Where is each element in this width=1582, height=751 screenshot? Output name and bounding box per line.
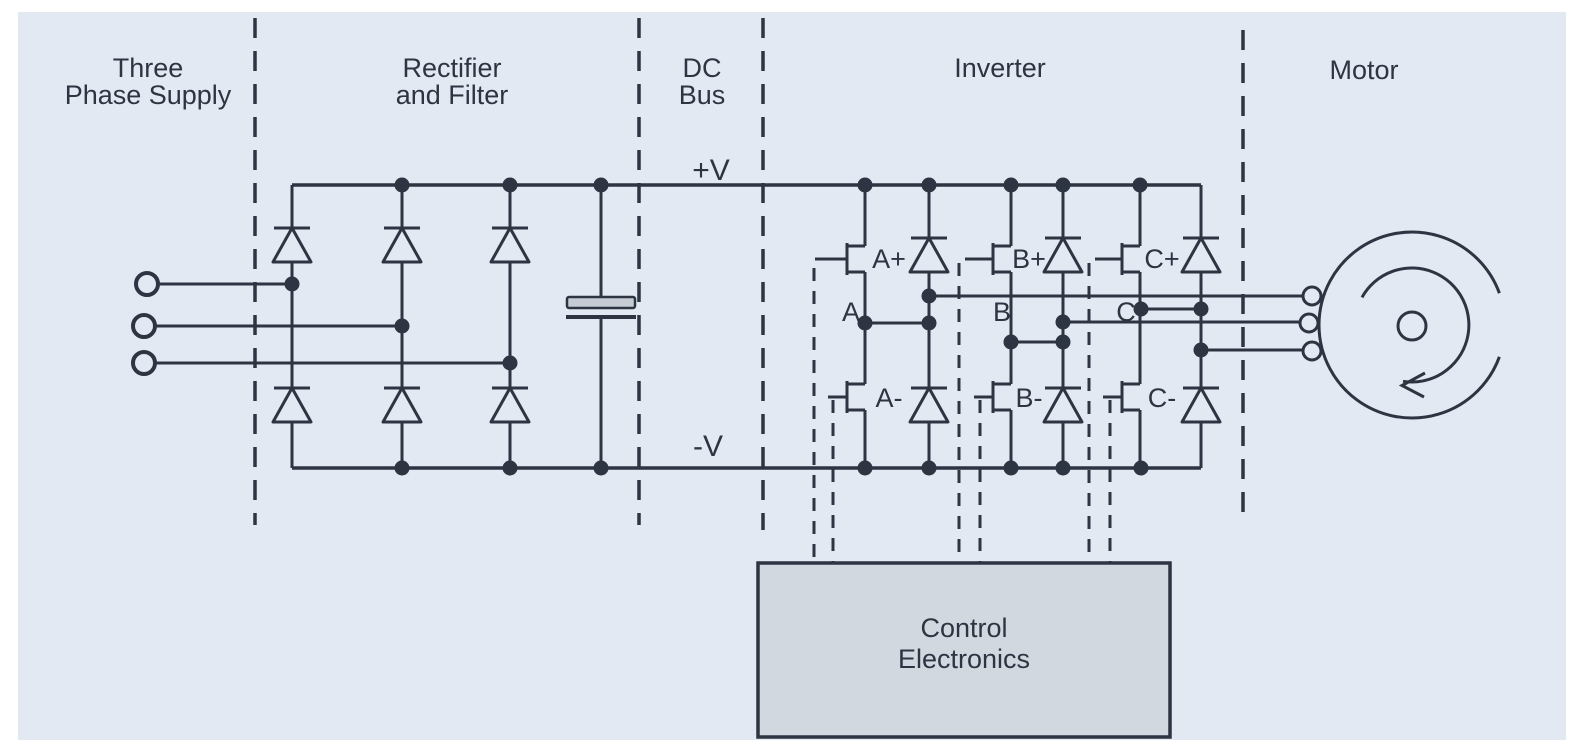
motor-symbol [1298, 230, 1501, 420]
label-phase-c-node: C [1116, 297, 1136, 327]
inverter-phase-c: C C+ C- [1087, 185, 1304, 563]
control-electronics: Control Electronics [756, 561, 1172, 739]
gate-line-a-plus [812, 257, 828, 563]
label-three-phase-supply-line2: Phase Supply [65, 80, 232, 110]
motor-rotation-arc [1360, 266, 1471, 384]
section-labels: Three Phase Supply Rectifier and Filter … [65, 53, 1399, 110]
motor-terminal-2 [1298, 312, 1320, 334]
label-igbt-a-plus: A+ [872, 244, 906, 274]
label-three-phase-supply-line1: Three [113, 53, 184, 83]
three-phase-supply-inputs [131, 271, 510, 376]
label-inverter: Inverter [954, 53, 1046, 83]
control-electronics-box [756, 561, 1172, 739]
label-rectifier-line1: Rectifier [402, 53, 501, 83]
label-igbt-b-minus: B- [1016, 383, 1043, 413]
label-control-line2: Electronics [898, 644, 1030, 674]
label-dc-bus-line1: DC [683, 53, 722, 83]
label-phase-a-node: A [842, 297, 860, 327]
label-motor: Motor [1329, 55, 1398, 85]
label-igbt-c-minus: C- [1148, 383, 1177, 413]
label-control-line1: Control [920, 613, 1007, 643]
dc-bus-rails: +V -V [292, 154, 1201, 470]
dc-bus-capacitor [565, 185, 637, 468]
label-igbt-a-minus: A- [876, 383, 903, 413]
label-negative-bus: -V [693, 430, 723, 463]
motor-terminal-1 [1301, 285, 1323, 307]
label-rectifier-line2: and Filter [396, 80, 509, 110]
inverter-phase-b: B B+ B- [957, 185, 1301, 563]
gate-line-c-plus [1087, 257, 1108, 563]
label-positive-bus: +V [692, 154, 730, 187]
label-dc-bus-line2: Bus [679, 80, 726, 110]
label-igbt-b-plus: B+ [1012, 244, 1046, 274]
junction-dots [284, 177, 1209, 476]
label-igbt-c-plus: C+ [1144, 244, 1179, 274]
motor-terminal-3 [1301, 340, 1323, 362]
capacitor-plate-top [565, 295, 637, 310]
section-dividers [253, 18, 1245, 530]
motor-shaft-circle [1396, 310, 1428, 342]
gate-line-b-plus [957, 257, 978, 563]
label-phase-b-node: B [993, 297, 1011, 327]
inverter-phase-a: A A+ A- [812, 185, 1304, 563]
motor-rotation-arrow [1398, 371, 1426, 399]
